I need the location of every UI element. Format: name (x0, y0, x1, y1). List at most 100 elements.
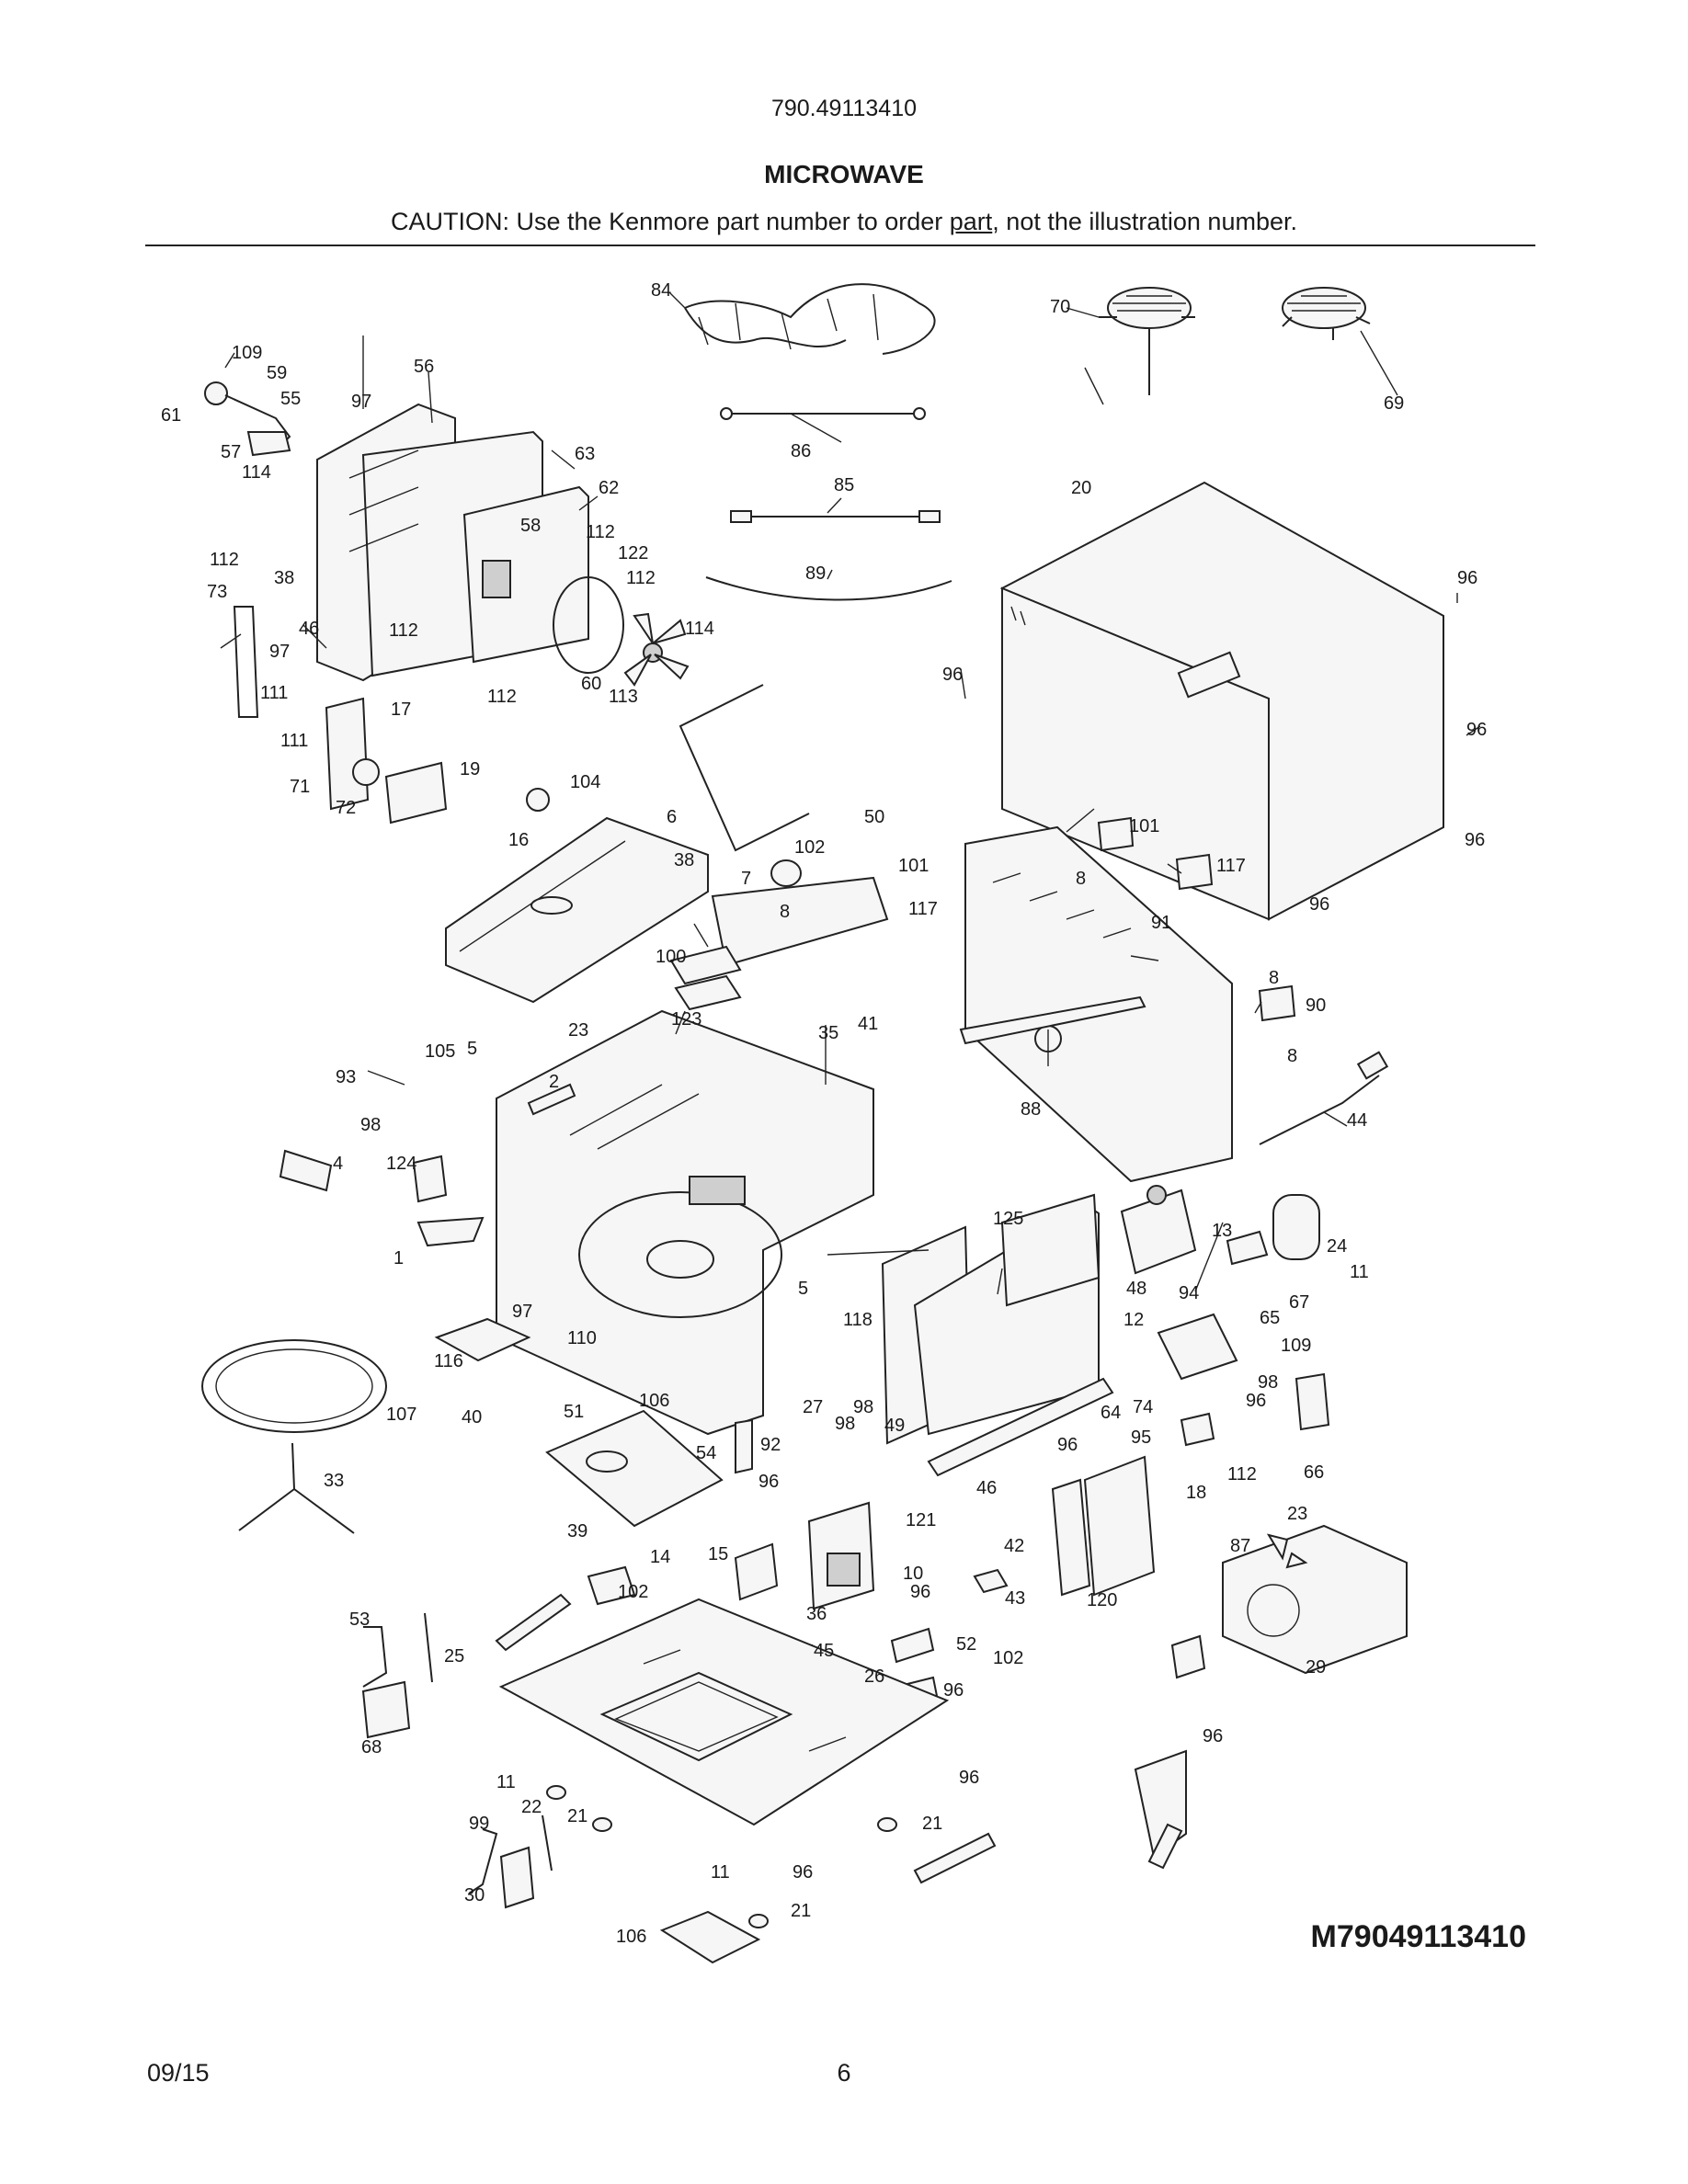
callout-57: 57 (221, 442, 241, 462)
lamp-bracket (711, 859, 889, 967)
callout-118: 110 (567, 1328, 597, 1348)
callout-52: 22 (521, 1797, 542, 1817)
callout-58: 58 (520, 516, 541, 536)
callout-96-m: 96 (1465, 830, 1485, 850)
callout-5: 35 (818, 1023, 838, 1043)
label-90 (279, 1149, 333, 1192)
callout-59: 59 (267, 363, 287, 383)
label-91 (1097, 816, 1135, 852)
callout-15: 15 (708, 1544, 728, 1564)
callout-105-b: 23 (1287, 1504, 1307, 1524)
callout-89: 89 (805, 563, 826, 584)
noise-filter-15 (734, 1542, 779, 1601)
callout-96-f: 96 (1057, 1435, 1078, 1455)
callout-50: 50 (864, 807, 884, 827)
callout-121: 120 (1087, 1590, 1117, 1610)
callout-44: 88 (1021, 1099, 1041, 1120)
callout-115: 93 (336, 1067, 356, 1087)
callout-100-b: 8 (1269, 968, 1279, 988)
callout-13: 48 (1126, 1279, 1146, 1299)
callout-26: 30 (464, 1885, 485, 1905)
latch-lever-29 (362, 1626, 388, 1688)
callout-96-e: 96 (1246, 1391, 1266, 1411)
door-gasket-73 (233, 606, 259, 718)
caution-text-start: CAUTION: Use the Kenmore part number to … (391, 208, 950, 235)
callout-111-b: 111 (280, 731, 308, 751)
callout-95: 95 (1131, 1428, 1151, 1448)
callout-14: 14 (650, 1547, 670, 1567)
door-seal-ring (553, 576, 624, 674)
callout-48: 125 (993, 1209, 1023, 1229)
door-hinge-left (204, 381, 291, 457)
bracket-125 (416, 1216, 485, 1247)
leader-lines (220, 291, 1481, 1295)
callout-4-a: 98 (360, 1115, 381, 1135)
callout-96-d: 96 (1309, 894, 1329, 915)
turntable-support (238, 1442, 355, 1534)
high-voltage-transformer (807, 1501, 875, 1610)
callout-10: 10 (903, 1564, 923, 1584)
callout-120: 42 (1004, 1536, 1024, 1556)
diagram-code: M79049113410 (1310, 1919, 1526, 1954)
callout-97: 97 (351, 392, 371, 412)
magnetron (1120, 1185, 1197, 1275)
callout-71: 71 (290, 777, 310, 797)
callout-22-c: 21 (791, 1901, 811, 1921)
callout-117: 117 (908, 899, 938, 919)
callout-36: 36 (806, 1604, 827, 1624)
callout-91: 101 (1129, 816, 1159, 836)
callout-94-b: 11 (496, 1772, 516, 1792)
callout-67: 94 (1179, 1283, 1199, 1303)
label-123 (1175, 853, 1214, 891)
oven-rack-low (1282, 287, 1371, 340)
callout-51: 51 (564, 1402, 584, 1422)
callout-110: 65 (1260, 1308, 1280, 1328)
callout-73: 73 (207, 582, 227, 602)
callout-100-c: 8 (1287, 1046, 1297, 1066)
page-number: 6 (837, 2059, 851, 2087)
callout-55: 55 (280, 389, 301, 409)
callout-68: 45 (814, 1641, 834, 1661)
callout-23: 91 (1151, 913, 1171, 933)
callout-42: 87 (1230, 1536, 1250, 1556)
callout-20: 20 (1071, 478, 1091, 498)
strip-119-top (495, 1593, 572, 1652)
callout-112-e: 112 (487, 687, 517, 707)
callout-104: 104 (570, 772, 600, 792)
glass-turntable (201, 1339, 387, 1433)
callout-28: 124 (386, 1154, 416, 1174)
callout-114-b: 114 (685, 619, 714, 639)
callout-30: 99 (469, 1814, 489, 1834)
callout-61: 61 (161, 405, 181, 426)
callout-43: 29 (1306, 1657, 1326, 1678)
door-latch-assembly (325, 697, 448, 825)
callout-106-b: 106 (616, 1927, 646, 1947)
strip-37 (1147, 1823, 1183, 1870)
callout-96-c: 96 (1466, 720, 1487, 740)
jumper-wire-86 (720, 407, 926, 420)
callout-34: 107 (386, 1405, 416, 1425)
fan-bracket-67 (1157, 1313, 1238, 1381)
choke-cover (881, 1193, 1101, 1445)
callout-96-l: 96 (793, 1862, 813, 1883)
caution-part-link[interactable]: part (949, 208, 993, 235)
callout-112-b: 112 (626, 568, 656, 588)
callout-56: 56 (414, 357, 434, 377)
callout-114: 114 (242, 462, 271, 483)
callout-98-a: 5 (467, 1039, 477, 1059)
oven-rack-high (1099, 287, 1195, 395)
callout-85: 85 (834, 475, 854, 495)
foot-22-bottom (748, 1914, 769, 1928)
callout-24: 13 (1212, 1221, 1232, 1241)
base-plate (498, 1598, 950, 1826)
high-voltage-capacitor (1226, 1194, 1320, 1266)
callout-72: 72 (336, 798, 356, 818)
board-120 (1051, 1478, 1091, 1597)
board-121 (1083, 1455, 1156, 1597)
callout-102-b: 102 (618, 1582, 648, 1602)
caution-text-end: , not the illustration number. (992, 208, 1297, 235)
callout-8: 8 (780, 902, 790, 922)
callout-33: 33 (324, 1471, 344, 1491)
callout-97-c: 97 (512, 1302, 532, 1322)
callout-96-g: 96 (758, 1472, 779, 1492)
